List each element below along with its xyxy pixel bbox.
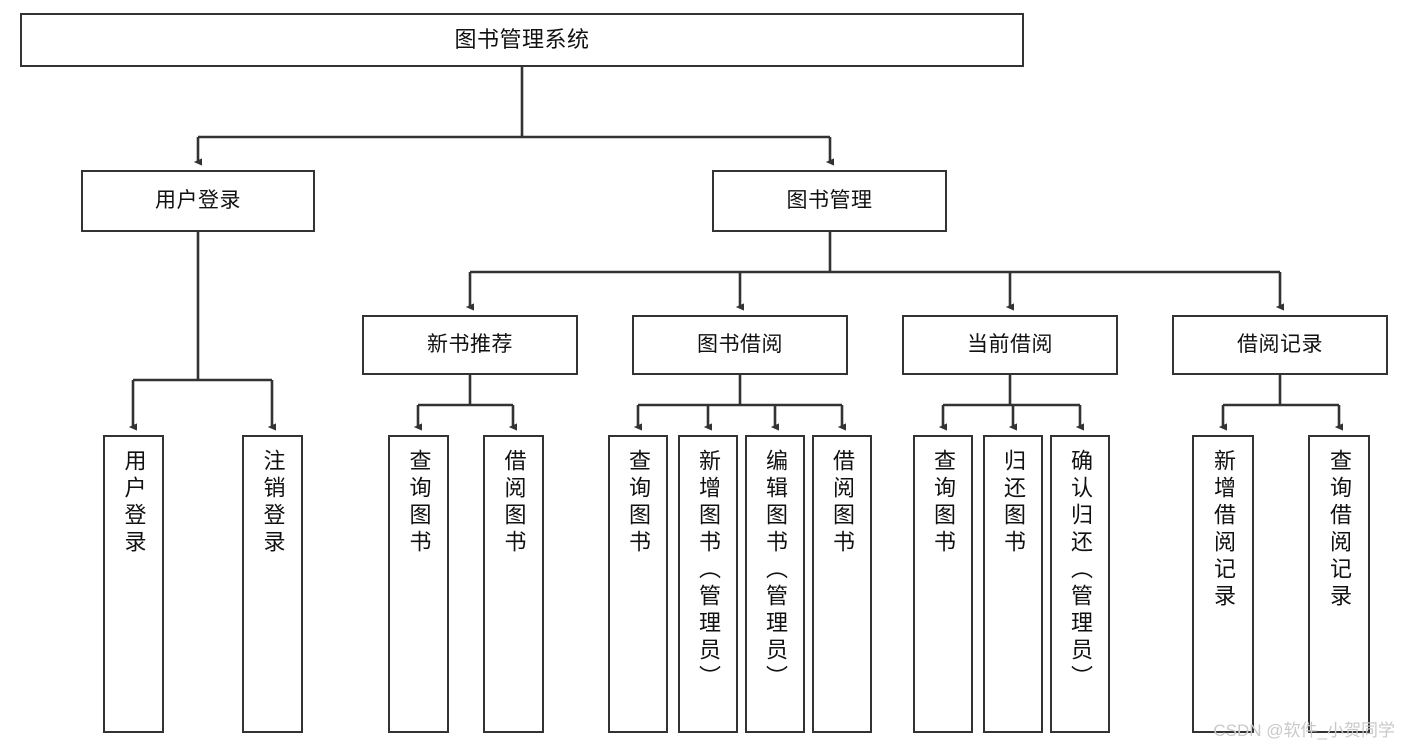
node-label: 图书管理系统 <box>454 27 590 53</box>
node-label: 借阅记录 <box>1237 332 1323 356</box>
node-label: 新增借阅记录 <box>1211 449 1236 611</box>
node-label: 图书借阅 <box>697 332 783 356</box>
node-leaf-user-login[interactable]: 用户登录 <box>103 435 164 733</box>
node-label: 用户登录 <box>155 188 241 212</box>
node-leaf-user-logout[interactable]: 注销登录 <box>242 435 303 733</box>
node-new-book-recommendation[interactable]: 新书推荐 <box>362 315 578 375</box>
node-leaf-bb-borrow-book[interactable]: 借阅图书 <box>812 435 872 733</box>
node-label: 查询图书 <box>626 449 651 557</box>
node-label: 新增图书（管理员） <box>696 449 721 692</box>
node-label: 当前借阅 <box>967 332 1053 356</box>
node-book-management[interactable]: 图书管理 <box>712 170 947 232</box>
node-label: 注销登录 <box>260 449 286 557</box>
node-label: 用户登录 <box>121 449 147 557</box>
node-label: 查询借阅记录 <box>1327 449 1352 611</box>
node-leaf-cb-query-book[interactable]: 查询图书 <box>913 435 973 733</box>
node-leaf-rec-query-book[interactable]: 查询图书 <box>388 435 449 733</box>
node-label: 借阅图书 <box>501 449 527 557</box>
node-leaf-bb-query-book[interactable]: 查询图书 <box>608 435 668 733</box>
node-leaf-br-add-record[interactable]: 新增借阅记录 <box>1192 435 1254 733</box>
node-label: 编辑图书（管理员） <box>763 449 788 692</box>
node-leaf-br-query-record[interactable]: 查询借阅记录 <box>1308 435 1370 733</box>
node-leaf-bb-add-book-admin[interactable]: 新增图书（管理员） <box>678 435 738 733</box>
node-book-management-system[interactable]: 图书管理系统 <box>20 13 1024 67</box>
node-book-borrowing[interactable]: 图书借阅 <box>632 315 848 375</box>
node-label: 归还图书 <box>1001 449 1026 557</box>
node-leaf-cb-return-book[interactable]: 归还图书 <box>983 435 1043 733</box>
node-current-borrowing[interactable]: 当前借阅 <box>902 315 1118 375</box>
node-label: 查询图书 <box>406 449 432 557</box>
node-label: 查询图书 <box>931 449 956 557</box>
node-leaf-bb-edit-book-admin[interactable]: 编辑图书（管理员） <box>745 435 805 733</box>
node-borrowing-record[interactable]: 借阅记录 <box>1172 315 1388 375</box>
node-label: 借阅图书 <box>830 449 855 557</box>
node-leaf-cb-confirm-return-admin[interactable]: 确认归还（管理员） <box>1050 435 1110 733</box>
node-label: 新书推荐 <box>427 332 513 356</box>
node-leaf-rec-borrow-book[interactable]: 借阅图书 <box>483 435 544 733</box>
node-label: 确认归还（管理员） <box>1068 449 1093 692</box>
node-user-login[interactable]: 用户登录 <box>81 170 315 232</box>
csdn-watermark: CSDN @软件_小贺同学 <box>1213 721 1395 740</box>
node-label: 图书管理 <box>786 188 873 212</box>
